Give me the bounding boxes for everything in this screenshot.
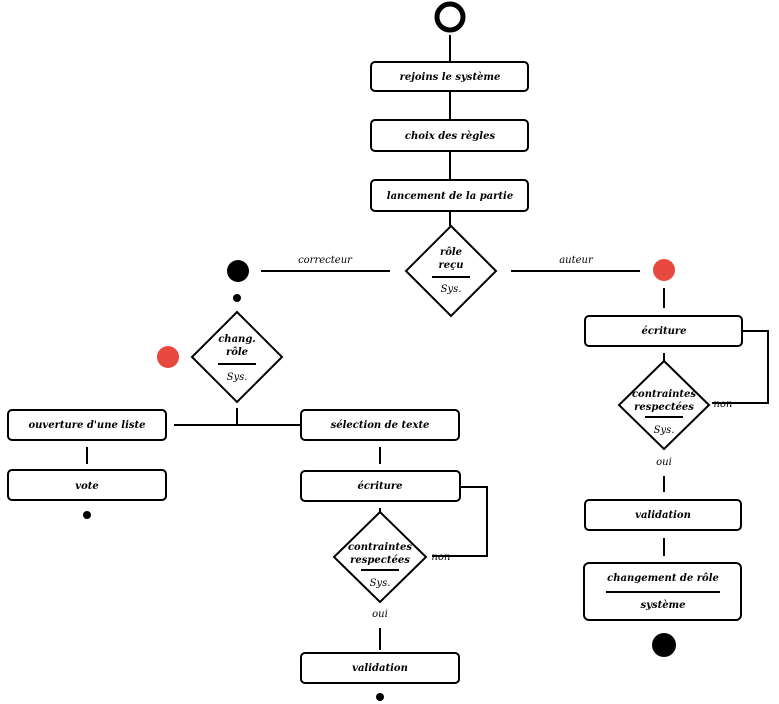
node-ecriture-left-label: écriture [357,481,402,492]
correcteur-end-dot [233,294,241,302]
node-lancement-label: lancement de la partie [387,191,513,202]
decision-role-recu-line2: reçu [439,260,464,271]
decision-contraintes-left-sys: Sys. [370,578,391,589]
node-ouverture: ouverture d'une liste [7,409,167,441]
node-selection-label: sélection de texte [331,420,430,431]
label-non-right: non [714,399,733,410]
node-changement-role-line2: système [641,600,686,611]
node-validation-left-label: validation [352,663,408,674]
loop-non-right [712,330,769,404]
decision-contraintes-right-sys: Sys. [654,425,675,436]
label-correcteur: correcteur [298,255,353,266]
validation-left-end-dot [376,693,384,701]
decision-role-recu-line1: rôle [440,247,462,258]
initial-node [434,1,466,33]
final-node-right [652,633,676,657]
node-ouverture-label: ouverture d'une liste [28,420,145,431]
decision-role-recu: rôle reçu Sys. [404,224,498,318]
label-oui-right: oui [656,457,672,468]
node-validation-right: validation [584,499,742,531]
node-choix: choix des règles [370,119,529,152]
vote-end-dot [83,511,91,519]
node-changement-role-line1: changement de rôle [607,573,719,584]
label-auteur: auteur [559,255,594,266]
decision-chang-role-sys: Sys. [227,372,248,383]
node-ecriture-left: écriture [300,470,461,502]
node-ecriture-right: écriture [584,315,743,347]
connectors [86,35,769,650]
node-changement-role: changement de rôle système [583,562,742,621]
decision-chang-role-line2: rôle [226,347,248,358]
correcteur-node [227,260,249,282]
node-vote-label: vote [75,481,98,492]
node-validation-right-label: validation [635,510,691,521]
decision-contraintes-left-line2: respectées [350,555,410,566]
decision-contraintes-right-line2: respectées [634,402,694,413]
red-marker-left [157,346,179,368]
decision-role-recu-sys: Sys. [441,284,462,295]
decision-contraintes-right-line1: contraintes [632,389,696,400]
loop-non-left [432,486,488,557]
node-ecriture-right-label: écriture [641,326,686,337]
label-oui-left: oui [372,609,388,620]
decision-chang-role: chang. rôle Sys. [190,310,284,404]
node-selection: sélection de texte [300,409,460,441]
decision-contraintes-left: contraintes respectées Sys. [332,510,428,604]
decision-chang-role-line1: chang. [218,334,256,345]
node-lancement: lancement de la partie [370,179,529,212]
red-marker-right [653,259,675,281]
decision-contraintes-right: contraintes respectées Sys. [617,359,711,451]
node-validation-left: validation [300,652,460,684]
node-rejoins: rejoins le système [370,61,529,92]
label-non-left: non [432,552,451,563]
node-rejoins-label: rejoins le système [400,72,501,83]
node-vote: vote [7,469,167,501]
decision-contraintes-left-line1: contraintes [348,542,412,553]
node-choix-label: choix des règles [405,131,496,142]
